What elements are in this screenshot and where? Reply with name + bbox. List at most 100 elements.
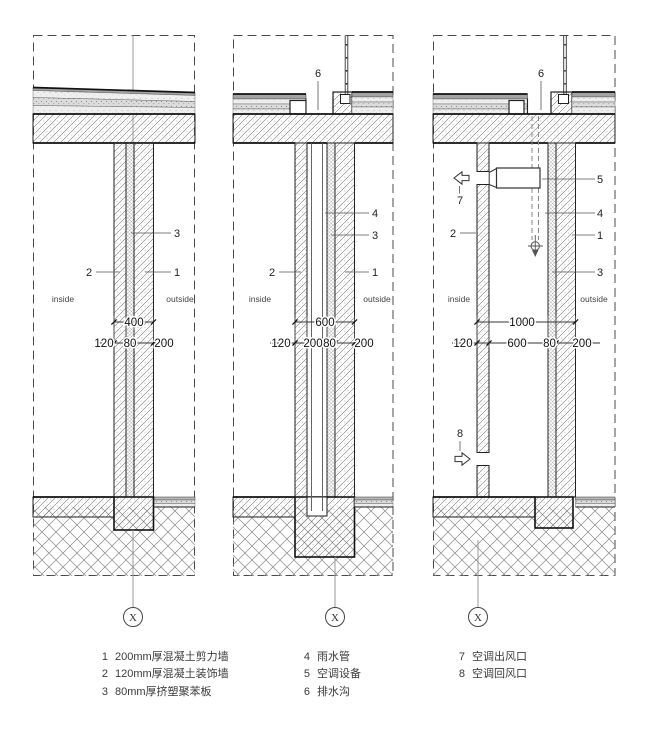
callout-4-rain-pipe: 4 (372, 208, 378, 220)
floor-slab (432, 496, 536, 518)
callout-3-insulation: 3 (372, 230, 378, 242)
dim-total: 1000 (509, 317, 535, 329)
ac-outlet-arrow (453, 170, 470, 186)
inside-label: inside (448, 294, 470, 304)
callout-6-drain: 6 (315, 68, 321, 80)
callouts: 3 2 1 (85, 227, 182, 281)
section-2-border (233, 35, 394, 576)
roof-build-up (432, 91, 616, 115)
legend-label: 120mm厚混凝土装饰墙 (115, 668, 229, 681)
legend-label: 空调设备 (317, 668, 361, 681)
flow-arrow-down (532, 250, 539, 257)
soil-hatch (433, 507, 615, 576)
drain-channel (527, 98, 551, 114)
callouts: 6 5 4 2 1 3 7 8 (449, 67, 604, 451)
outside-label: outside (363, 294, 391, 304)
roof-slab (232, 113, 394, 144)
callout-5-ac-unit: 5 (597, 174, 603, 186)
paving-layers (354, 496, 394, 508)
dimension-lines: 400 120 80 200 (93, 316, 175, 352)
legend-label: 80mm厚挤塑聚苯板 (115, 685, 212, 698)
floor-slab (232, 496, 296, 518)
dim-part-200b: 200 (354, 338, 373, 350)
callout-1-shear-wall: 1 (372, 267, 378, 279)
axis-marker: X (468, 540, 488, 627)
drain-channel (306, 98, 333, 114)
dim-part-200: 200 (572, 338, 591, 350)
section-3-wall-detail: 1000 120 600 80 200 6 5 4 2 1 3 7 8 (432, 35, 616, 627)
section-2-wall-detail: 600 120 200 80 200 6 4 3 2 1 inside outs… (232, 35, 394, 627)
dim-part-80: 80 (323, 338, 336, 350)
legend-number: 3 (101, 685, 108, 698)
legend-column-3: 7 空调出风口 8 空调回风口 (452, 649, 527, 684)
rain-pipe-dashed (528, 116, 543, 257)
callout-8-ac-return: 8 (457, 428, 463, 440)
callouts: 6 4 3 2 1 (268, 67, 380, 281)
axis-letter: X (474, 612, 482, 624)
dim-part-200: 200 (154, 338, 173, 350)
callout-4-rain-pipe: 4 (597, 208, 603, 220)
legend-label: 空调回风口 (472, 668, 527, 681)
legend-item: 8 空调回风口 (452, 666, 527, 683)
inside-label: inside (249, 294, 271, 304)
dim-part-80: 80 (543, 338, 556, 350)
legend-number: 7 (458, 651, 465, 663)
legend-number: 4 (303, 651, 310, 663)
foundation-footing (113, 496, 155, 531)
callout-6-drain: 6 (538, 68, 544, 80)
callout-7-ac-outlet: 7 (457, 195, 463, 207)
insulation-layer (547, 142, 557, 498)
legend-item: 1 200mm厚混凝土剪力墙 (95, 649, 229, 666)
decorative-wall-upper (476, 142, 490, 172)
dim-part-80: 80 (124, 338, 137, 350)
ac-unit (495, 167, 541, 189)
callout-2-decorative-wall: 2 (450, 228, 456, 240)
dim-part-120: 120 (94, 338, 113, 350)
legend-item: 3 80mm厚挤塑聚苯板 (95, 684, 229, 701)
foundation-footing (534, 496, 574, 529)
section-1-wall-detail: 400 120 80 200 3 2 1 inside outside X (32, 35, 196, 627)
dim-total: 400 (124, 317, 143, 329)
parapet-railing (563, 35, 567, 95)
legend-label: 雨水管 (317, 651, 350, 663)
pipe-pocket (306, 496, 328, 517)
dim-part-200a: 200 (303, 338, 322, 350)
dim-part-120: 120 (271, 338, 290, 350)
callout-3-insulation: 3 (597, 267, 603, 279)
legend-item: 7 空调出风口 (452, 649, 527, 666)
callout-1-shear-wall: 1 (597, 230, 603, 242)
shear-wall (334, 142, 355, 498)
parapet-railing (344, 35, 349, 95)
legend-label: 200mm厚混凝土剪力墙 (115, 651, 229, 663)
outside-label: outside (580, 294, 608, 304)
decorative-wall-middle (476, 184, 490, 453)
outside-label: outside (166, 294, 194, 304)
dim-part-120: 120 (453, 338, 472, 350)
shear-wall (555, 142, 576, 498)
legend-label: 空调出风口 (472, 651, 527, 663)
callout-3-insulation: 3 (174, 228, 180, 240)
floor-slab (32, 496, 115, 518)
legend-number: 6 (303, 685, 310, 698)
callout-2-decorative-wall: 2 (269, 267, 275, 279)
axis-marker: X (325, 557, 345, 627)
legend-number: 8 (458, 668, 465, 681)
callout-1-shear-wall: 1 (174, 267, 180, 279)
roof-slab (32, 113, 196, 144)
inside-label: inside (52, 294, 74, 304)
legend-label: 排水沟 (317, 685, 350, 698)
legend-item: 2 120mm厚混凝土装饰墙 (95, 666, 229, 683)
rain-pipe (311, 143, 323, 511)
roof-slab (432, 113, 616, 144)
roof-build-up (32, 86, 196, 115)
ac-outlet-duct (488, 167, 497, 189)
paving-layers (153, 496, 196, 508)
legend-item: 4 雨水管 (297, 649, 361, 666)
axis-letter: X (129, 612, 137, 624)
roof-build-up (232, 91, 394, 115)
callout-2-decorative-wall: 2 (86, 267, 92, 279)
axis-letter: X (331, 612, 339, 624)
legend-item: 6 排水沟 (297, 684, 361, 701)
